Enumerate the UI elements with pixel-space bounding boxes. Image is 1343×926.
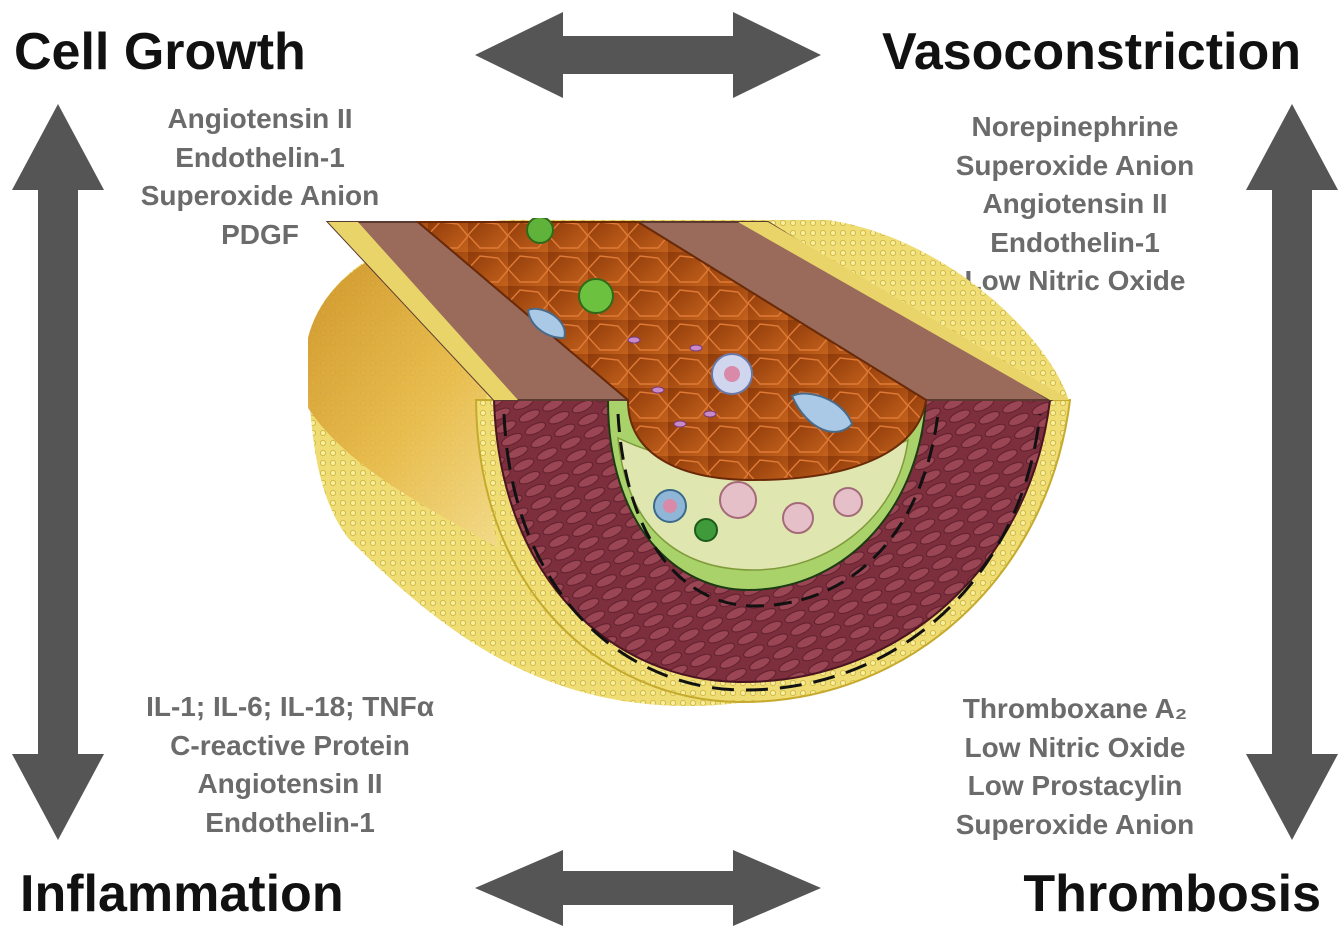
- mediator-item: Superoxide Anion: [920, 806, 1230, 845]
- artery-cross-section-illustration: [308, 218, 1076, 710]
- inflammation-mediators: IL-1; IL-6; IL-18; TNFα C-reactive Prote…: [100, 688, 480, 842]
- inflammation-title: Inflammation: [20, 864, 344, 924]
- mediator-item: Superoxide Anion: [920, 147, 1230, 186]
- left-vertical-double-arrow-icon: [12, 104, 104, 840]
- cell-growth-title: Cell Growth: [14, 22, 306, 82]
- mediator-item: Endothelin-1: [100, 804, 480, 843]
- mediator-item: Norepinephrine: [920, 108, 1230, 147]
- mediator-item: Endothelin-1: [100, 139, 420, 178]
- mediator-item: Low Nitric Oxide: [920, 729, 1230, 768]
- mediator-item: Superoxide Anion: [100, 177, 420, 216]
- thrombosis-title: Thrombosis: [1023, 864, 1321, 924]
- immune-cell-icon: [579, 279, 613, 313]
- bottom-horizontal-double-arrow-icon: [475, 850, 821, 926]
- mediator-item: C-reactive Protein: [100, 727, 480, 766]
- vasoconstriction-title: Vasoconstriction: [882, 22, 1301, 82]
- top-horizontal-double-arrow-icon: [475, 12, 821, 98]
- mediator-item: Angiotensin II: [100, 100, 420, 139]
- right-vertical-double-arrow-icon: [1246, 104, 1338, 840]
- mediator-item: Low Prostacylin: [920, 767, 1230, 806]
- thrombosis-mediators: Thromboxane A₂ Low Nitric Oxide Low Pros…: [920, 690, 1230, 844]
- mediator-item: Angiotensin II: [100, 765, 480, 804]
- immune-cell-icon: [527, 218, 553, 243]
